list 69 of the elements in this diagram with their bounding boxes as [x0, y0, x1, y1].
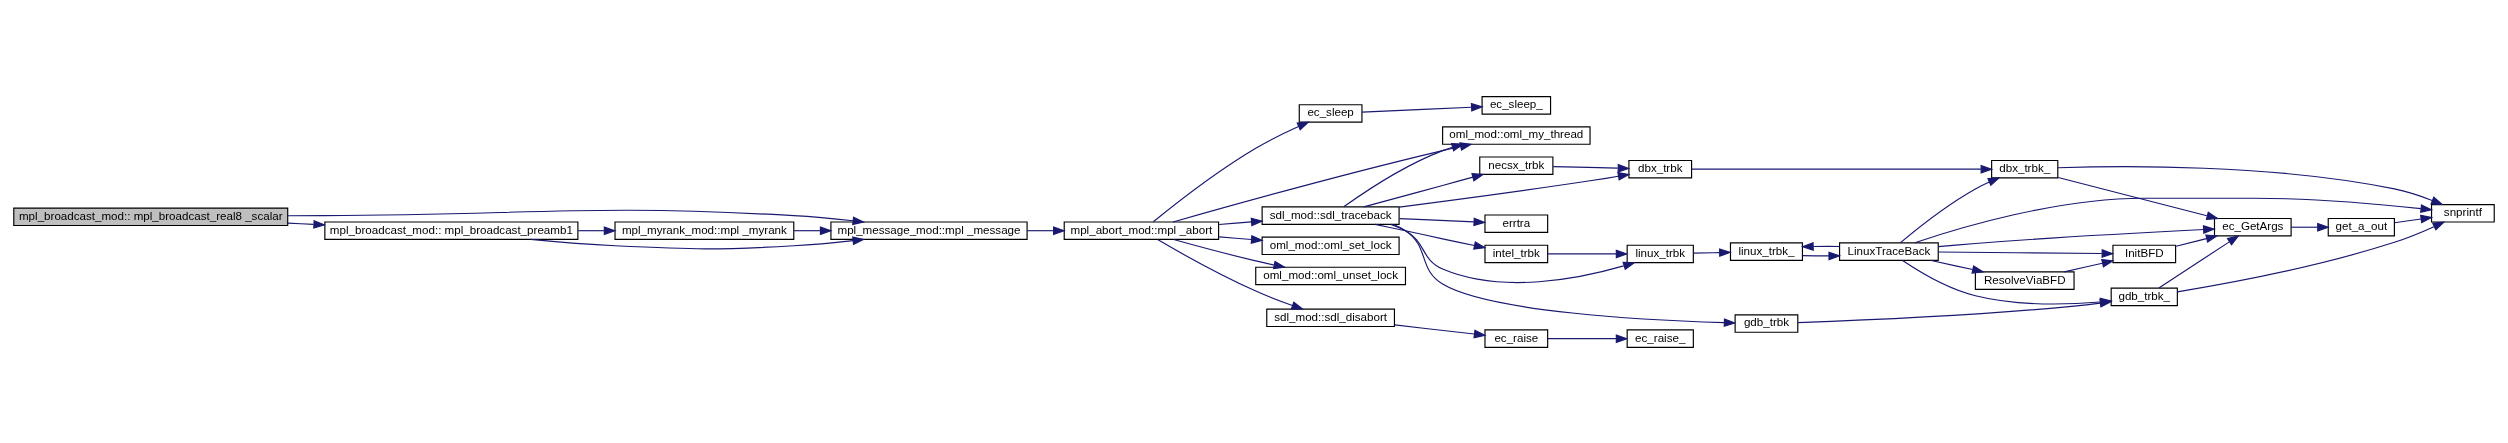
- node-box: mpl_myrank_mod::mpl _myrank: [614, 220, 795, 240]
- arrow: [1152, 121, 1310, 222]
- arrow: [2176, 220, 2446, 292]
- arrow: [287, 219, 327, 229]
- arrow: [793, 225, 833, 235]
- arrow: [1802, 250, 1842, 260]
- node-box: linux_trbk_: [1729, 241, 1803, 261]
- node-box: InitBFD: [2112, 244, 2177, 263]
- arrow: [2175, 233, 2219, 247]
- node-box: get_a_out: [2327, 217, 2395, 236]
- node-box: LinuxTraceBack: [1839, 241, 1939, 261]
- node-box: dbx_trbk_: [1991, 159, 2059, 178]
- node-box: mpl_abort_mod::mpl _abort: [1063, 220, 1220, 240]
- arrow: [1547, 248, 1629, 258]
- node-box: mpl_broadcast_mod:: mpl_broadcast_preamb1: [324, 220, 579, 240]
- arrow: [1899, 176, 2001, 243]
- node-box: ec_sleep_: [1481, 95, 1552, 115]
- arrow: [1937, 248, 2115, 258]
- node-box: mpl_message_mod::mpl _message: [830, 220, 1028, 240]
- node-box: intel_trbk: [1484, 244, 1549, 263]
- arrow: [287, 209, 866, 225]
- arrow: [1693, 247, 1732, 257]
- arrow: [1800, 241, 1841, 251]
- arrow: [2158, 234, 2240, 289]
- arrow: [1394, 323, 1487, 338]
- node-box: ec_GetArgs: [2213, 217, 2292, 236]
- arrow: [1361, 102, 1484, 113]
- arrow: [1390, 223, 1636, 283]
- arrow: [2393, 214, 2434, 223]
- arrow: [1374, 223, 1487, 250]
- arrow: [1218, 234, 1264, 244]
- arrow: [2063, 258, 2115, 272]
- node-box: ec_sleep: [1298, 103, 1363, 123]
- arrow: [2290, 222, 2330, 232]
- node-box: linux_trbk: [1626, 244, 1694, 263]
- node-box: necsx_trbk: [1479, 155, 1554, 175]
- node-box: mpl_broadcast_mod:: mpl_broadcast_real8 _scalar: [13, 207, 289, 226]
- arrow: [1398, 216, 1487, 226]
- arrow: [2057, 176, 2220, 220]
- node-box: oml_mod::oml_my_thread: [1442, 125, 1591, 145]
- arrow: [1691, 164, 1994, 174]
- arrow: [529, 235, 866, 249]
- node-box: oml_mod::oml_unset_lock: [1255, 266, 1407, 285]
- node-box: sdl_mod::sdl_disabort: [1266, 307, 1396, 327]
- node-box: sdl_mod::sdl_traceback: [1261, 205, 1400, 225]
- node-box: ec_raise_: [1626, 328, 1694, 348]
- node-box: snprintf: [2430, 203, 2495, 223]
- arrow: [1929, 259, 1985, 274]
- arrow: [2057, 165, 2444, 205]
- arrow: [1173, 238, 1287, 269]
- arrow: [1937, 224, 2216, 247]
- arrow: [1552, 163, 1631, 173]
- node-box: errtra: [1484, 213, 1549, 233]
- arrow: [1363, 172, 1485, 207]
- arrow: [1547, 333, 1629, 343]
- arrow: [1172, 141, 1473, 223]
- arrow: [1914, 197, 2434, 243]
- node-box: ec_raise: [1484, 328, 1549, 348]
- node-box: gdb_trbk_: [2110, 287, 2178, 306]
- node-box: ResolveViaBFD: [1974, 270, 2075, 290]
- arrow: [1392, 223, 1737, 327]
- arrow: [1218, 217, 1264, 226]
- node-box: gdb_trbk: [1734, 313, 1799, 333]
- arrow: [1398, 171, 1631, 208]
- arrow: [577, 225, 617, 235]
- node-box: dbx_trbk: [1628, 159, 1693, 178]
- arrow: [1157, 238, 1305, 310]
- arrow: [1026, 225, 1066, 235]
- node-box: oml_mod::oml_set_lock: [1261, 236, 1400, 255]
